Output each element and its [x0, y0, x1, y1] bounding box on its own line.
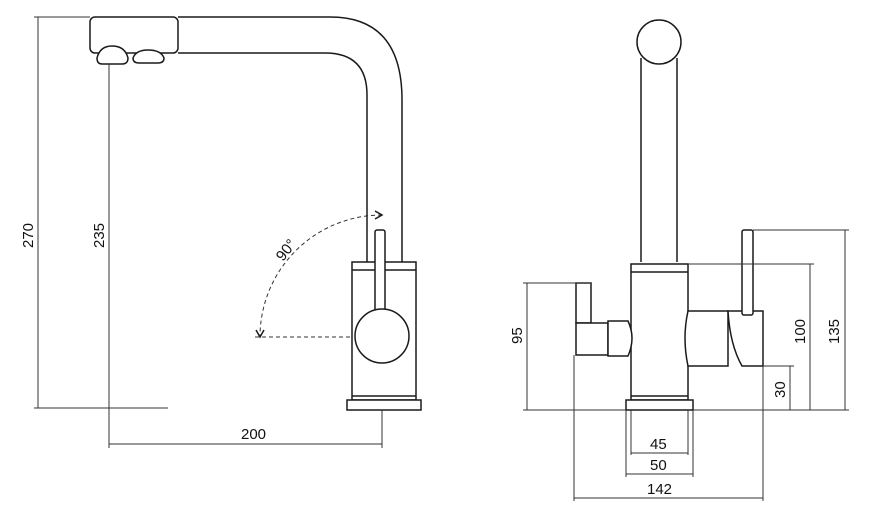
spout-top-circle	[636, 19, 682, 65]
lever-hub	[354, 308, 410, 364]
rotation-arrow-left	[255, 329, 265, 339]
inlet-nut	[607, 320, 633, 357]
spout-column	[640, 58, 678, 262]
spout-inner	[178, 52, 368, 262]
inlet-pipe	[575, 282, 592, 324]
front-body	[630, 263, 689, 401]
spout-head	[89, 16, 179, 54]
side-view: 90° 270 235 200	[20, 16, 422, 448]
rotation-label: 90°	[273, 236, 300, 264]
dim-135-label: 135	[826, 319, 843, 344]
dim-100-label: 100	[792, 319, 809, 344]
front-lever	[741, 229, 754, 316]
dim-142-label: 142	[647, 481, 672, 498]
inlet-connector	[575, 322, 609, 356]
dim-45-label: 45	[650, 436, 667, 453]
nozzle-left	[96, 45, 129, 65]
lever-cap	[727, 310, 764, 367]
spout-outer	[178, 16, 403, 262]
dim-200-label: 200	[241, 426, 266, 443]
nozzle-right	[132, 49, 165, 64]
lever-housing	[684, 310, 729, 367]
dim-270-label: 270	[20, 223, 37, 248]
front-base-plate	[625, 399, 694, 411]
base-plate	[346, 399, 422, 411]
front-view: 95 100 135 30 45 50 142	[509, 19, 849, 501]
dim-95-label: 95	[509, 327, 526, 344]
dim-30-label: 30	[772, 381, 789, 398]
dim-235-label: 235	[91, 223, 108, 248]
dim-50-label: 50	[650, 457, 667, 474]
rotation-arrow-top	[374, 210, 384, 220]
